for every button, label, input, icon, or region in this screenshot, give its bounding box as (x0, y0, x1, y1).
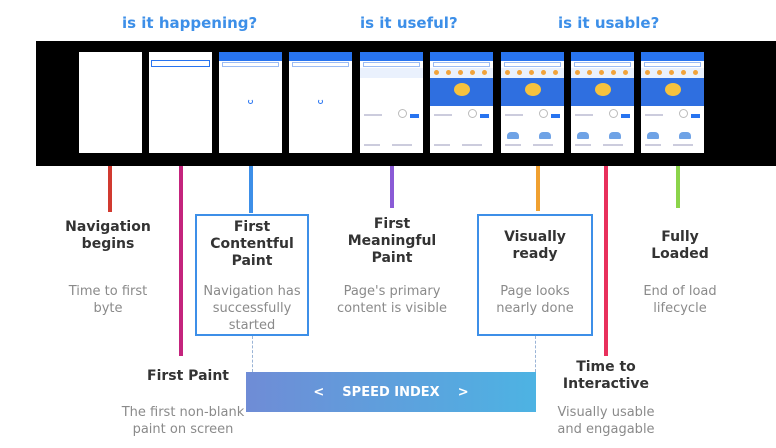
first-contentful-paint-title: First Contentful Paint (210, 219, 294, 269)
question-useful: is it useful? (360, 14, 458, 32)
speed-index-label: SPEED INDEX (342, 384, 440, 400)
frame-visually-ready (501, 52, 564, 153)
first-paint-title: First Paint (147, 368, 229, 384)
frame-interactive (571, 52, 634, 153)
filmstrip (36, 41, 776, 166)
visually-ready-desc: Page looks nearly done (496, 284, 574, 316)
first-contentful-paint-desc: Navigation has successfully started (203, 284, 301, 333)
time-to-interactive-desc: Visually usable and engagable (557, 405, 655, 437)
first-paint-marker (179, 166, 183, 356)
fully-loaded-marker (676, 166, 680, 208)
question-usable: is it usable? (558, 14, 660, 32)
first-contentful-paint-marker (249, 166, 253, 213)
speed-index-right-arrow: > (457, 384, 469, 400)
frame-banner (430, 52, 493, 153)
fully-loaded-desc: End of load lifecycle (643, 284, 717, 316)
speed-index-start-guide (252, 336, 253, 372)
speed-index-bar: < SPEED INDEX > (246, 372, 536, 412)
frame-blank (79, 52, 142, 153)
first-paint-desc: The first non-blank paint on screen (121, 405, 245, 437)
first-contentful-paint-box (195, 214, 309, 336)
speed-index-end-guide (535, 336, 536, 372)
frame-first-paint (149, 52, 212, 153)
fully-loaded-title: Fully Loaded (651, 229, 709, 262)
navigation-desc: Time to first byte (68, 284, 148, 316)
visually-ready-box (477, 214, 593, 336)
navigation-title: Navigation begins (65, 219, 151, 252)
frame-fully-loaded (641, 52, 704, 153)
time-to-interactive-marker (604, 166, 608, 356)
first-meaningful-paint-title: First Meaningful Paint (347, 216, 437, 266)
speed-index-left-arrow: < (313, 384, 325, 400)
navigation-marker (108, 166, 112, 212)
question-happening: is it happening? (122, 14, 258, 32)
frame-first-contentful-paint (219, 52, 282, 153)
time-to-interactive-title: Time to Interactive (562, 359, 650, 392)
visually-ready-title: Visually ready (504, 229, 566, 262)
first-meaningful-paint-marker (390, 166, 394, 208)
frame-loading (289, 52, 352, 153)
visually-ready-marker (536, 166, 540, 211)
frame-first-meaningful-paint (360, 52, 423, 153)
first-meaningful-paint-desc: Page's primary content is visible (337, 284, 447, 316)
